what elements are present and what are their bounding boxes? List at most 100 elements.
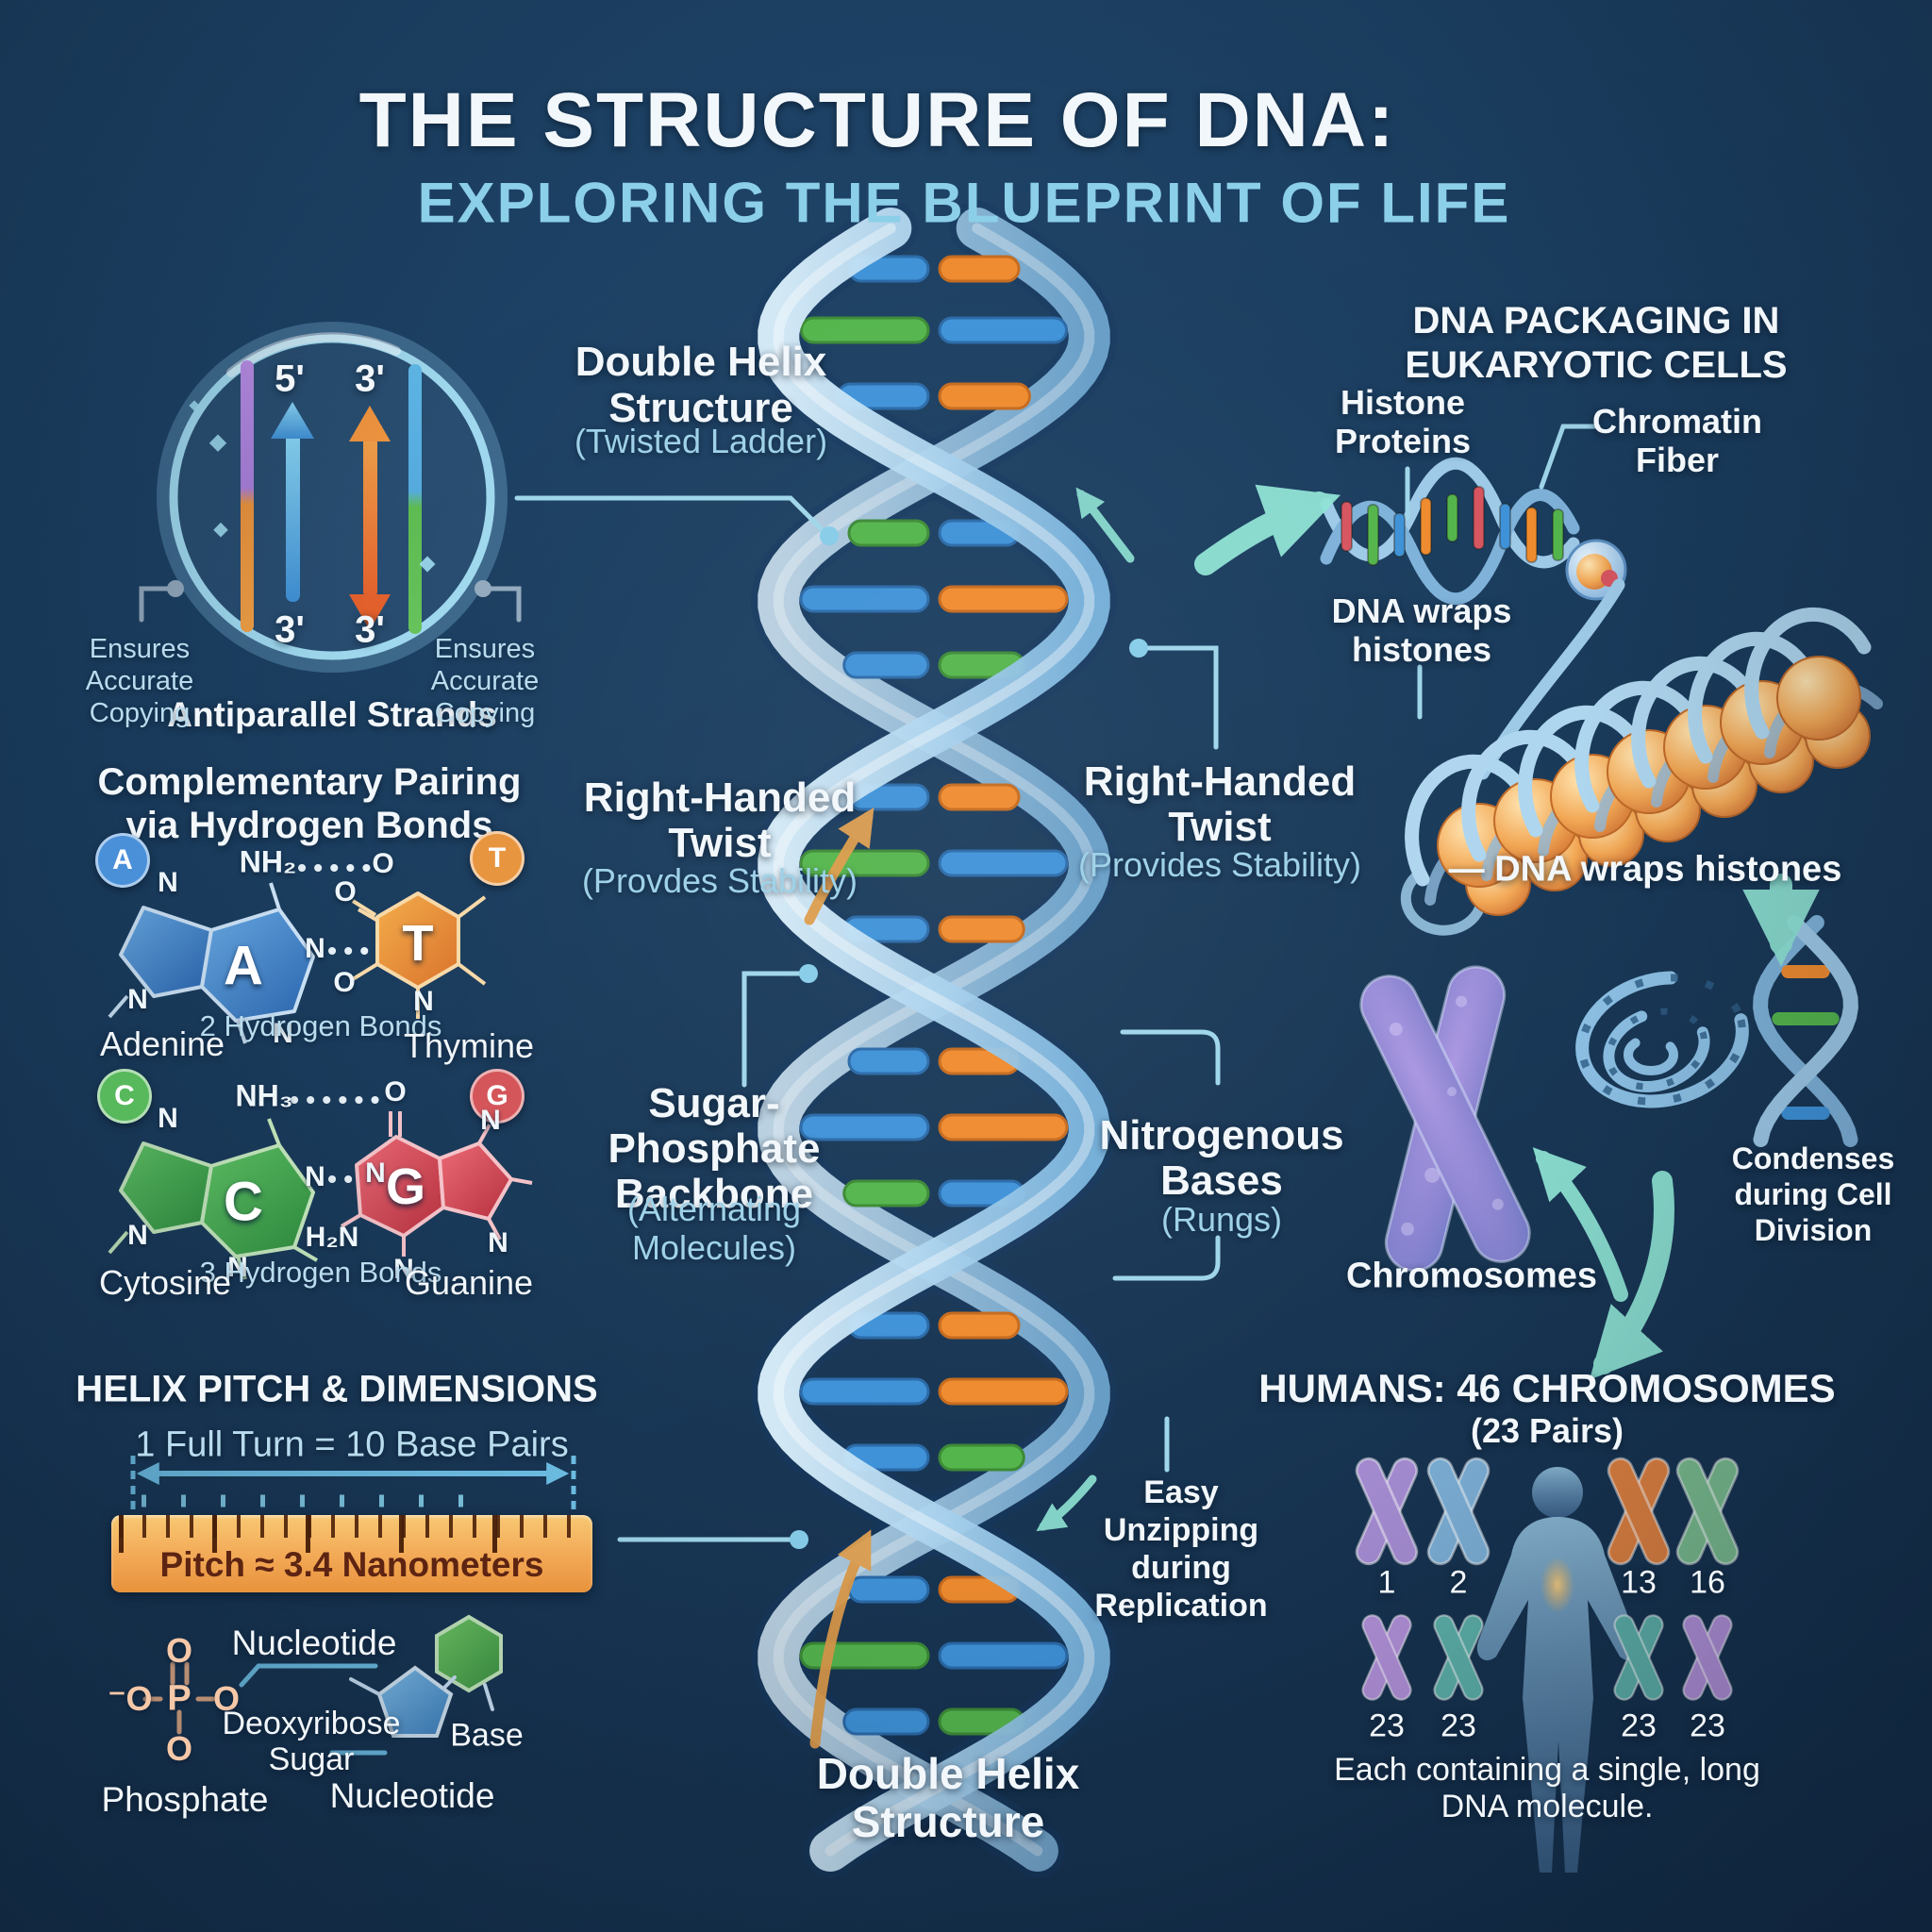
label-double-helix-bottom: Double Helix Structure [816, 1749, 1080, 1846]
atom-h2n: H₂N [305, 1222, 359, 1253]
condensed-helix-segment [1753, 915, 1858, 1147]
atom-o: O [165, 1631, 193, 1670]
karyotype-heading: HUMANS: 46 CHROMOSOMES [1258, 1366, 1836, 1410]
cytosine-letter: C [224, 1171, 263, 1233]
human-silhouette [1476, 1467, 1640, 1873]
ruler-major-ticks [119, 1515, 585, 1553]
condensing-dna-spiral [1575, 971, 1749, 1108]
badge-adenine: A [95, 833, 150, 888]
adenine-letter: A [224, 935, 263, 997]
pitch-measurement [130, 1456, 576, 1509]
prime-label-5-top: 5' [275, 358, 305, 400]
label-base: Base [450, 1717, 524, 1754]
ruler-text: Pitch ≈ 3.4 Nanometers [159, 1545, 544, 1584]
chromosome-number: 2 [1449, 1564, 1468, 1601]
up-arrow [286, 432, 300, 602]
atom-n: N [158, 867, 178, 898]
atom-o: O [212, 1679, 241, 1718]
adenine-thymine-diagram [108, 864, 487, 1044]
karyotype-footer: Each containing a single, long DNA molec… [1334, 1752, 1760, 1824]
nucleotide-diagram [142, 1614, 503, 1756]
label-phosphate: Phosphate [101, 1780, 269, 1819]
atom-p: P [167, 1678, 192, 1719]
chromosome-number: 23 [1369, 1707, 1405, 1744]
chromosome-x-illustration [1359, 965, 1531, 1273]
prime-label-3-bottom-right: 3' [355, 608, 385, 651]
atom-n: N [305, 933, 325, 964]
atom-nh3: NH₃ [235, 1078, 293, 1113]
badge-guanine: G [470, 1069, 525, 1124]
atom-o: O [384, 1076, 407, 1108]
mini-helix-bases [1341, 486, 1564, 566]
label-dna-wraps-histones: DNA wraps histones [1331, 591, 1512, 669]
atom-n: N [365, 1158, 386, 1189]
label-twisted-ladder: (Twisted Ladder) [574, 422, 828, 460]
atom-o: O [333, 967, 356, 998]
atom-n: N [393, 1254, 414, 1285]
nucleosome-coil [1405, 607, 1883, 916]
caption-ensures-left: Ensures Accurate Copying [85, 634, 194, 728]
atom-nh2: NH₂ [239, 844, 297, 879]
antiparallel-heading: Antiparallel Strands [167, 695, 497, 734]
label-chromosomes: Chromosomes [1345, 1256, 1598, 1296]
connector-dots [790, 526, 1148, 1549]
atom-o: O [165, 1729, 193, 1768]
label-full-turn: 1 Full Turn = 10 Base Pairs [135, 1424, 569, 1465]
flow-arrows [804, 484, 1820, 1749]
strand-bar-right [408, 364, 422, 634]
page-title: THE STRUCTURE OF DNA: [358, 77, 1396, 163]
pitch-ruler: Pitch ≈ 3.4 Nanometers [111, 1515, 592, 1592]
label-condenses: Condenses during Cell Division [1731, 1141, 1895, 1247]
label-double-helix-top: Double Helix Structure [575, 339, 827, 431]
caption-brackets [139, 586, 522, 623]
double-helix-back-strand [758, 208, 1110, 1872]
atom-o: O [334, 876, 357, 908]
nucleotide-pointer-lines [239, 1663, 388, 1756]
prime-label-3-bottom-left: 3' [275, 608, 305, 651]
caption-ensures-right: Ensures Accurate Copying [430, 634, 540, 728]
cytosine-guanine-diagram [108, 1096, 533, 1280]
karyotype-pairs: (23 Pairs) [1470, 1411, 1624, 1450]
label-2-hydrogen-bonds: 2 Hydrogen Bonds [199, 1009, 442, 1042]
label-nucleotide-top: Nucleotide [231, 1624, 397, 1662]
caption-bracket-dots [167, 580, 491, 597]
label-thymine: Thymine [403, 1026, 535, 1065]
label-histone-proteins: Histone Proteins [1334, 383, 1472, 460]
chromosome-number: 1 [1377, 1564, 1396, 1601]
label-deoxyribose-sugar: Deoxyribose Sugar [222, 1706, 401, 1777]
hydrogen-bond-dots [291, 1096, 379, 1183]
antiparallel-circle-illustration [157, 322, 508, 673]
pairing-heading: Complementary Pairing via Hydrogen Bonds [97, 761, 522, 846]
badge-thymine: T [470, 831, 525, 886]
chromosome-number: 16 [1690, 1564, 1725, 1601]
atom-n: N [413, 986, 434, 1017]
atom-n: N [227, 1252, 248, 1283]
label-right-handed-twist-left: Right-Handed Twist [583, 774, 857, 866]
sublabel-provides-stability-left: (Provdes Stability) [581, 861, 858, 900]
atom-n: N [127, 984, 148, 1015]
atom-o: O [372, 848, 394, 879]
atom-n: N [127, 1220, 148, 1251]
label-nitrogenous-bases: Nitrogenous Bases [1099, 1112, 1344, 1204]
guanine-letter: G [385, 1158, 426, 1215]
label-cytosine: Cytosine [98, 1263, 232, 1302]
chromosome-number: 23 [1621, 1707, 1657, 1744]
label-guanine: Guanine [404, 1263, 534, 1302]
chromosome-number: 23 [1441, 1707, 1476, 1744]
hydrogen-bond-dots [298, 864, 379, 955]
label-dna-wraps-histones-mid: — DNA wraps histones [1448, 849, 1842, 890]
packaging-heading: DNA PACKAGING IN EUKARYOTIC CELLS [1405, 300, 1788, 386]
chromatin-illustration [1320, 457, 1883, 936]
strand-bar-left [241, 360, 254, 632]
label-easy-unzipping: Easy Unzipping during Replication [1094, 1474, 1268, 1624]
label-right-handed-twist-right: Right-Handed Twist [1083, 758, 1357, 850]
label-adenine: Adenine [99, 1024, 225, 1063]
atom-n: N [488, 1227, 508, 1258]
chromosome-number: 13 [1621, 1564, 1657, 1601]
thymine-letter: T [402, 915, 434, 972]
atom-o-minus: ⁻O [108, 1679, 153, 1718]
sublabel-rungs: (Rungs) [1160, 1200, 1283, 1239]
double-arrow [363, 436, 377, 598]
